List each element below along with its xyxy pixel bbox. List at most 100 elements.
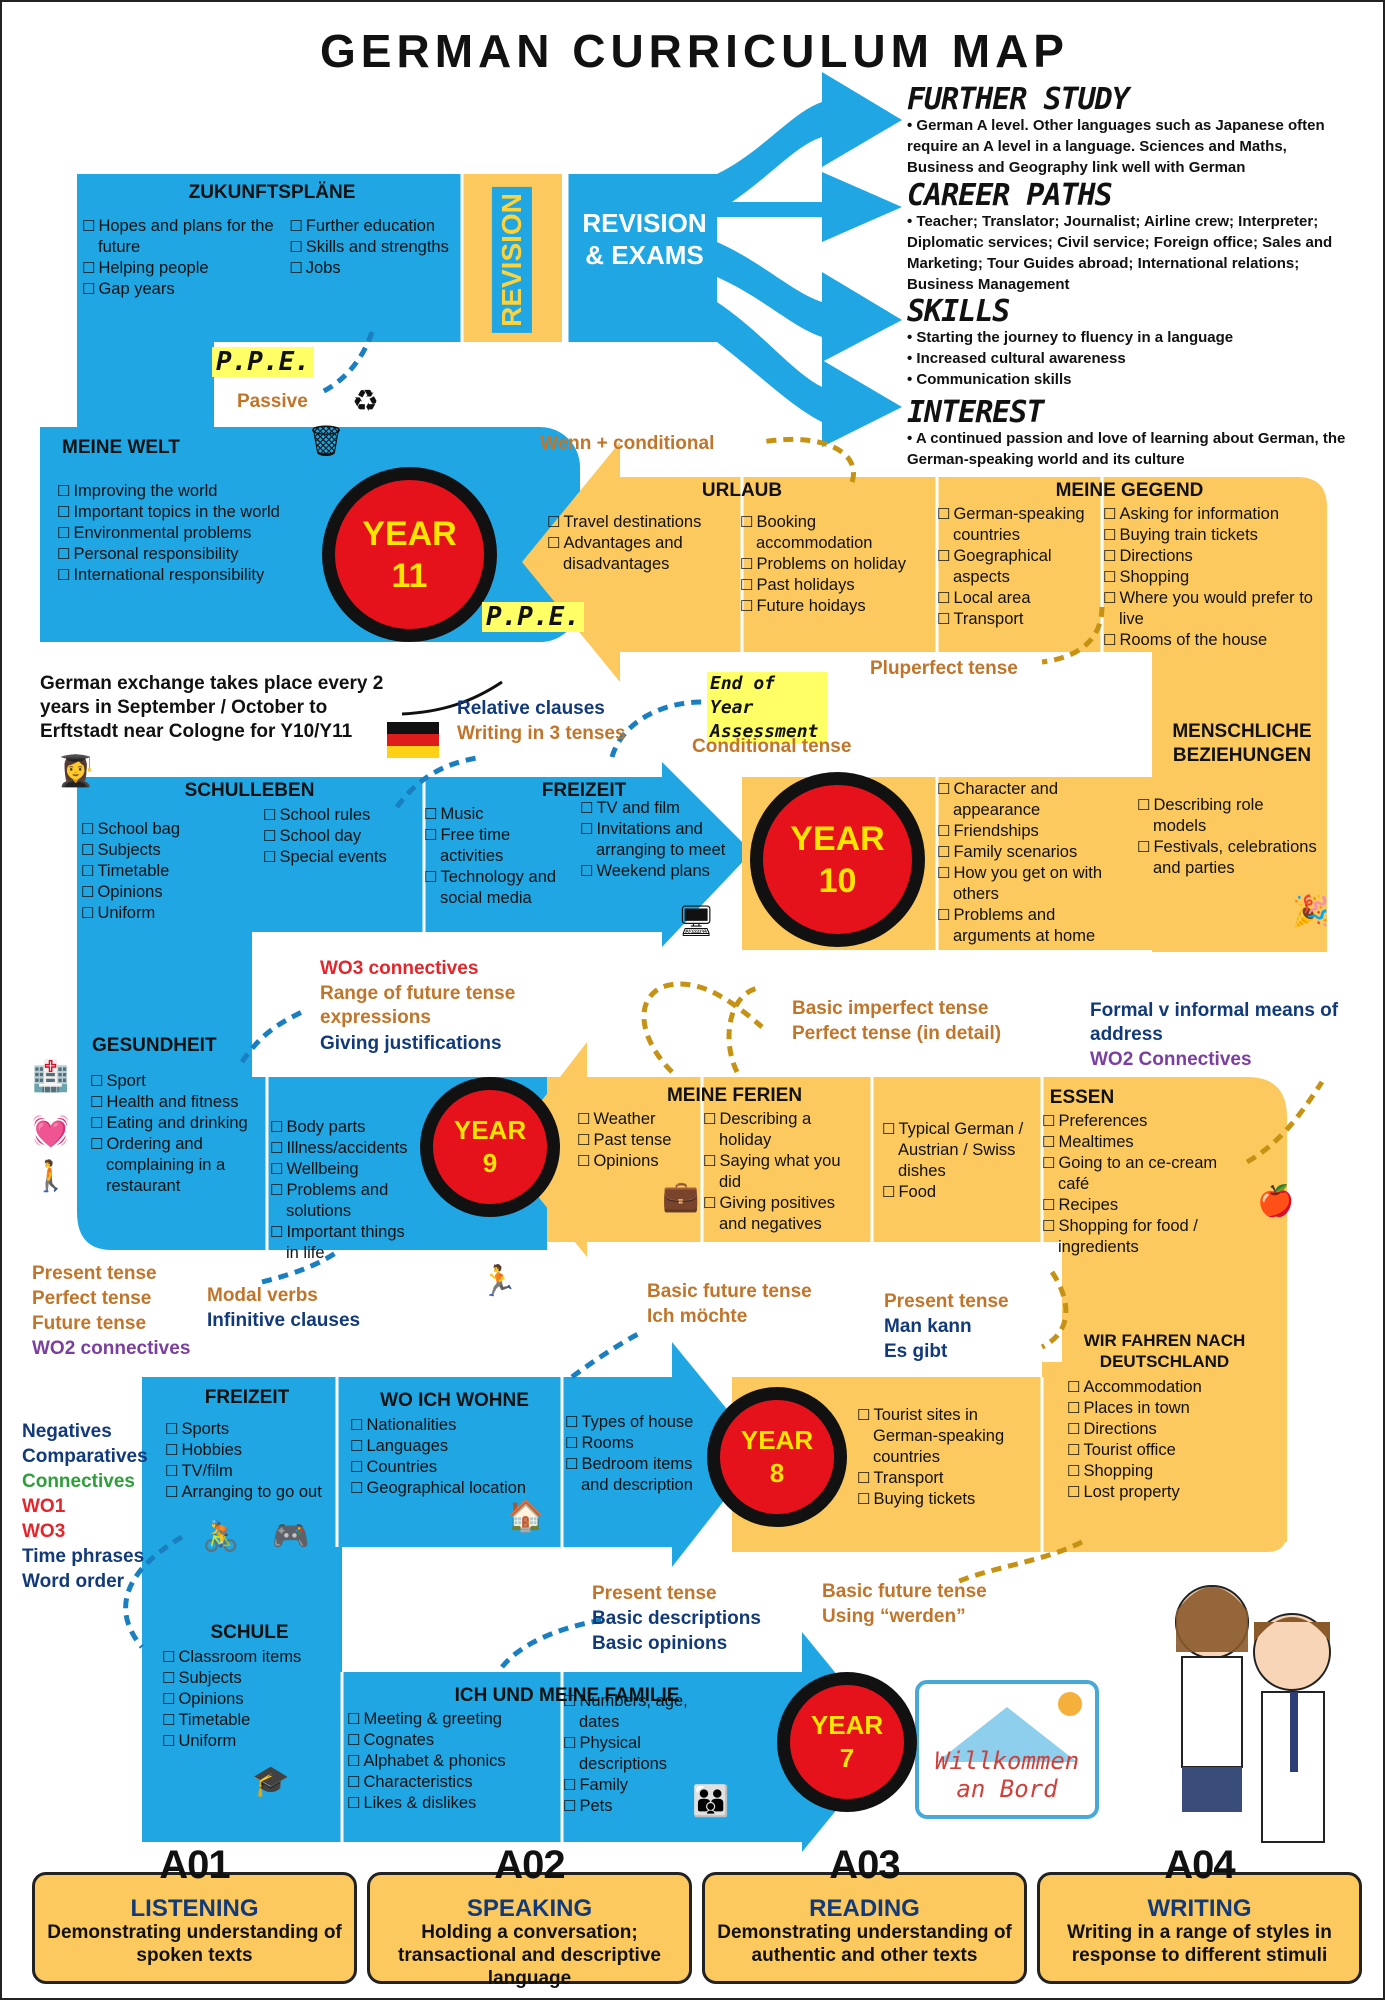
ao-code: A02 <box>494 1843 565 1887</box>
connectives-note: Connectives <box>22 1471 135 1492</box>
negatives-note: Negatives <box>22 1421 112 1442</box>
present-note: Present tense <box>32 1263 157 1284</box>
heartbeat-icon: 💓 <box>32 1115 70 1148</box>
wirfahren-box: WIR FAHREN NACH DEUTSCHLAND Accommodatio… <box>1047 1330 1282 1503</box>
passive-note: Passive <box>237 391 308 412</box>
ppe-label-2: P.P.E. <box>482 602 584 632</box>
meinewelt-heading: MEINE WELT <box>62 437 180 458</box>
arrow-interest <box>717 302 902 447</box>
suitcase-icon: 💼 <box>662 1180 700 1213</box>
revision-exams-label: REVISION & EXAMS <box>582 208 707 270</box>
skill-item: • Starting the journey to fluency in a l… <box>907 329 1234 346</box>
student-characters <box>1175 1585 1331 1843</box>
career-paths-heading: CAREER PATHS <box>907 178 1113 213</box>
ao-desc: Writing in a range of styles in response… <box>1067 1922 1332 1966</box>
perfect-note: Perfect tense <box>32 1288 152 1309</box>
family-icon: 👪 <box>692 1785 730 1818</box>
urlaub-box: URLAUB Travel destinationsAdvantages and… <box>547 480 937 617</box>
pluperfect-note: Pluperfect tense <box>870 658 1018 679</box>
flag-black <box>387 722 439 734</box>
arrow-skills <box>717 242 902 362</box>
wirfahren-list-1: Tourist sites in German-speaking countri… <box>857 1405 1037 1510</box>
wo3b-note: WO3 <box>22 1521 66 1542</box>
welcome-text: Willkommen an Bord <box>934 1747 1080 1803</box>
menschliche-heading: MENSCHLICHE BEZIEHUNGEN <box>1172 721 1312 766</box>
woichwohne-heading: WO ICH WOHNE <box>380 1390 529 1411</box>
meinegegend-box: MEINE GEGEND German-speaking countriesGo… <box>937 480 1322 651</box>
ichmochte-note: Ich möchte <box>647 1306 748 1327</box>
bike-icon: 🚴 <box>202 1520 240 1553</box>
meinegegend-list-1: German-speaking countriesGoegraphical as… <box>937 504 1097 651</box>
imperfect-note: Basic imperfect tense <box>792 998 989 1019</box>
skills-list: • Starting the journey to fluency in a l… <box>907 327 1352 390</box>
ao-name: SPEAKING <box>466 1895 593 1922</box>
career-paths-text: • Teacher; Translator; Journalist; Airli… <box>907 213 1333 293</box>
familie-list-2: Numbers, age, datesPhysical descriptions… <box>563 1691 713 1817</box>
meinegegend-heading: MEINE GEGEND <box>1055 480 1204 501</box>
basicop-note: Basic opinions <box>592 1633 728 1654</box>
wenn-note: Wenn + conditional <box>540 433 715 454</box>
ao-reading: A03 READING Demonstrating understanding … <box>702 1843 1027 1984</box>
meinewelt-list: Improving the worldImportant topics in t… <box>47 481 387 586</box>
schulleben-box: SCHULLEBEN School bagSubjectsTimetableOp… <box>77 780 422 924</box>
future-range-note: Range of future tense expressions <box>320 983 516 1028</box>
freizeit10-box: FREIZEIT MusicFree time activitiesTechno… <box>424 780 744 909</box>
basicfuture-note: Basic future tense <box>647 1281 812 1302</box>
festival-icon: 🎉 <box>1292 895 1330 928</box>
zukunft-box: ZUKUNFTSPLÄNE Hopes and plans for the fu… <box>82 182 462 300</box>
freizeit10-list-1: MusicFree time activitiesTechnology and … <box>424 804 574 909</box>
zukunft-list-2: Further educationSkills and strengthsJob… <box>289 216 462 300</box>
ao-listening: A01 LISTENING Demonstrating understandin… <box>32 1843 357 1984</box>
page-title: GERMAN CURRICULUM MAP <box>320 25 1069 77</box>
walking-icon: 🚶 <box>32 1160 70 1193</box>
house-icon: 🏠 <box>507 1500 545 1533</box>
menschliche-box: Character and appearanceFriendshipsFamil… <box>937 777 1332 947</box>
ao-desc: Holding a conversation; transactional an… <box>398 1922 661 1989</box>
flag-gold <box>387 746 439 758</box>
essen-list-1: Typical German / Austrian / Swiss dishes… <box>882 1119 1032 1258</box>
meineferien-heading: MEINE FERIEN <box>666 1085 803 1106</box>
ao-code: A03 <box>829 1843 900 1887</box>
conditional-note: Conditional tense <box>692 736 852 757</box>
gesundheit-box: GESUNDHEIT SportHealth and fitnessEating… <box>82 1035 267 1197</box>
formal-note: Formal v informal means of address <box>1090 1000 1339 1045</box>
infinitive-note: Infinitive clauses <box>207 1310 361 1331</box>
arrow-career <box>717 172 902 242</box>
y9-yellow-ext <box>1062 1242 1287 1362</box>
wo2a-note: WO2 Connectives <box>1090 1049 1252 1070</box>
modal-note: Modal verbs <box>207 1285 318 1306</box>
skills-heading: SKILLS <box>907 294 1010 329</box>
y10-blue-ext <box>77 932 252 1022</box>
interest-text: • A continued passion and love of learni… <box>907 430 1346 468</box>
technology-icon: 🖥 <box>677 905 716 938</box>
skill-item: • Communication skills <box>907 371 1072 388</box>
schule-list: Classroom itemsSubjectsOpinionsTimetable… <box>157 1647 342 1752</box>
zukunft-list-1: Hopes and plans for the futureHelping pe… <box>82 216 279 300</box>
familie-list-1: Meeting & greetingCognatesAlphabet & pho… <box>347 1709 557 1817</box>
students-icon: 👩‍🎓 <box>57 755 95 788</box>
end-of-year-label: End of Year Assessment <box>707 672 827 744</box>
skill-item: • Increased cultural awareness <box>907 350 1126 367</box>
schule-heading: SCHULE <box>210 1622 289 1643</box>
recycle-icon: ♻ <box>352 385 379 418</box>
ao-name: LISTENING <box>130 1895 259 1922</box>
ao-desc: Demonstrating understanding of spoken te… <box>47 1922 342 1966</box>
gamepad-icon: 🎮 <box>272 1520 310 1553</box>
basicdesc-note: Basic descriptions <box>592 1608 761 1629</box>
gesundheit-heading: GESUNDHEIT <box>92 1035 217 1056</box>
meineferien-list-2: Describing a holidaySaying what you didG… <box>703 1109 863 1235</box>
woichwohne-list-2: Types of houseRoomsBedroom items and des… <box>565 1412 715 1496</box>
woichwohne-list-1: NationalitiesLanguagesCountriesGeographi… <box>342 1415 567 1499</box>
arrow-further <box>717 72 902 212</box>
activities-icon: 🏃 <box>480 1265 518 1298</box>
gesundheit-list-2: Body partsIllness/accidentsWellbeingProb… <box>270 1117 420 1264</box>
flag-red <box>387 734 439 746</box>
future-note: Future tense <box>32 1313 147 1334</box>
tenses3-note: Writing in 3 tenses <box>457 723 626 744</box>
wirfahren-list-2: AccommodationPlaces in townDirectionsTou… <box>1047 1377 1282 1503</box>
wo3-note: WO3 connectives <box>320 958 479 979</box>
urlaub-heading: URLAUB <box>701 480 783 501</box>
